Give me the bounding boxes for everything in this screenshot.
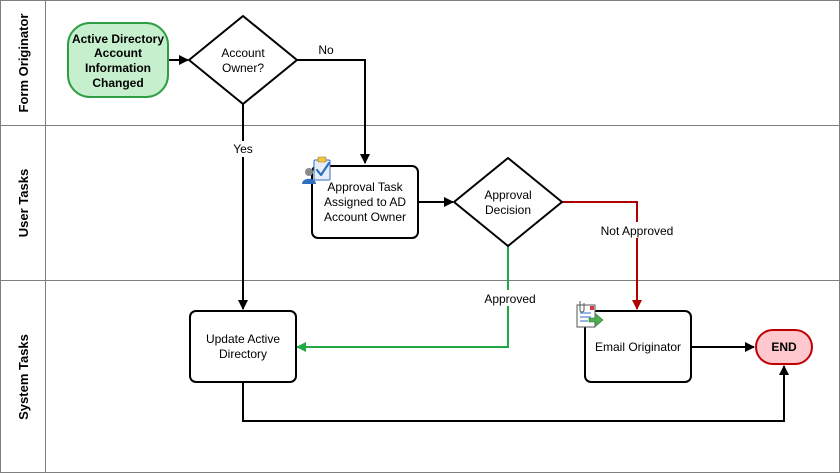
- start-node: Active Directory Account Information Cha…: [67, 22, 169, 98]
- edge-label-bg-no: [314, 42, 338, 58]
- account-owner-decision-line-1: Account: [221, 46, 265, 60]
- update-ad-line-1: Update Active: [206, 332, 280, 346]
- lane-label-system-tasks: System Tasks: [16, 334, 31, 420]
- approval-decision: Approval Decision: [453, 157, 563, 247]
- end-node-shape: [755, 329, 813, 365]
- account-owner-decision: Account Owner?: [188, 15, 298, 105]
- edge-label-approved: Approved: [484, 292, 535, 306]
- start-node-line-4: Changed: [92, 76, 143, 90]
- edge-approved: [296, 246, 509, 352]
- account-owner-decision-line-2: Owner?: [222, 61, 264, 75]
- user-task-icon: [302, 156, 331, 184]
- lane-label-form-originator: Form Originator: [16, 14, 31, 113]
- account-owner-decision-shape: [188, 15, 298, 105]
- update-ad-node: Update Active Directory: [189, 310, 297, 383]
- edge-label-not-approved: Not Approved: [601, 224, 674, 238]
- edge-label-yes: Yes: [233, 142, 253, 156]
- edge-update-to-end: [242, 365, 789, 422]
- start-node-line-3: Information: [85, 61, 151, 75]
- email-originator-shape: [584, 310, 692, 383]
- approval-task-line-2: Assigned to AD: [324, 195, 406, 209]
- edge-labels: No Yes Not Approved Approved: [228, 42, 677, 306]
- update-ad-shape: [189, 310, 297, 383]
- start-node-shape: [67, 22, 169, 98]
- update-ad-line-2: Directory: [219, 347, 267, 361]
- email-task-icon: [576, 301, 604, 328]
- approval-task-line-3: Account Owner: [324, 210, 406, 224]
- edge-no: [297, 59, 370, 164]
- approval-task-node: Approval Task Assigned to AD Account Own…: [302, 156, 419, 239]
- approval-task-shape: [311, 165, 419, 239]
- approval-decision-shape: [453, 157, 563, 247]
- email-originator-line-1: Email Originator: [595, 340, 681, 354]
- start-node-line-1: Active Directory: [72, 32, 164, 46]
- edge-label-bg-not-approved: [597, 222, 677, 238]
- edge-not-approved: [562, 201, 642, 310]
- approval-decision-line-2: Decision: [485, 203, 531, 217]
- lane-label-user-tasks: User Tasks: [16, 169, 31, 237]
- connectors: [168, 55, 789, 422]
- approval-decision-line-1: Approval: [484, 188, 531, 202]
- edge-label-bg-yes: [228, 141, 258, 157]
- start-node-line-2: Account: [94, 46, 142, 60]
- edge-label-no: No: [318, 43, 334, 57]
- end-node-label: END: [771, 340, 797, 354]
- email-originator-node: Email Originator: [576, 301, 692, 383]
- end-node: END: [755, 329, 813, 365]
- approval-task-line-1: Approval Task: [327, 180, 403, 194]
- edge-label-bg-approved: [482, 290, 538, 306]
